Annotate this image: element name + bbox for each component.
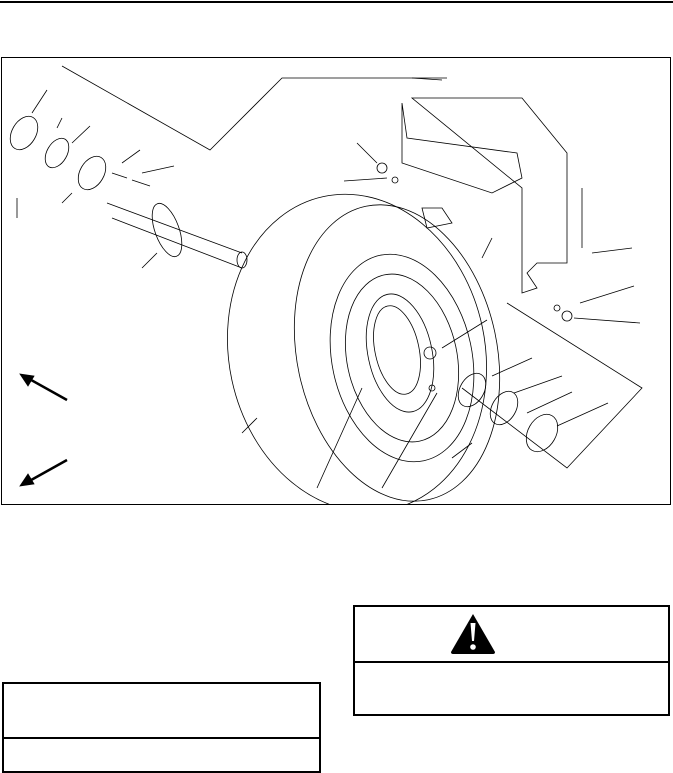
warning-divider xyxy=(355,661,668,663)
wheel-assembly-figure xyxy=(1,57,671,505)
warning-triangle-icon xyxy=(451,614,495,654)
header-rule xyxy=(0,1,673,3)
warning-box xyxy=(353,605,670,716)
note-divider xyxy=(4,737,319,739)
note-box xyxy=(2,682,321,773)
exploded-diagram xyxy=(9,65,643,504)
